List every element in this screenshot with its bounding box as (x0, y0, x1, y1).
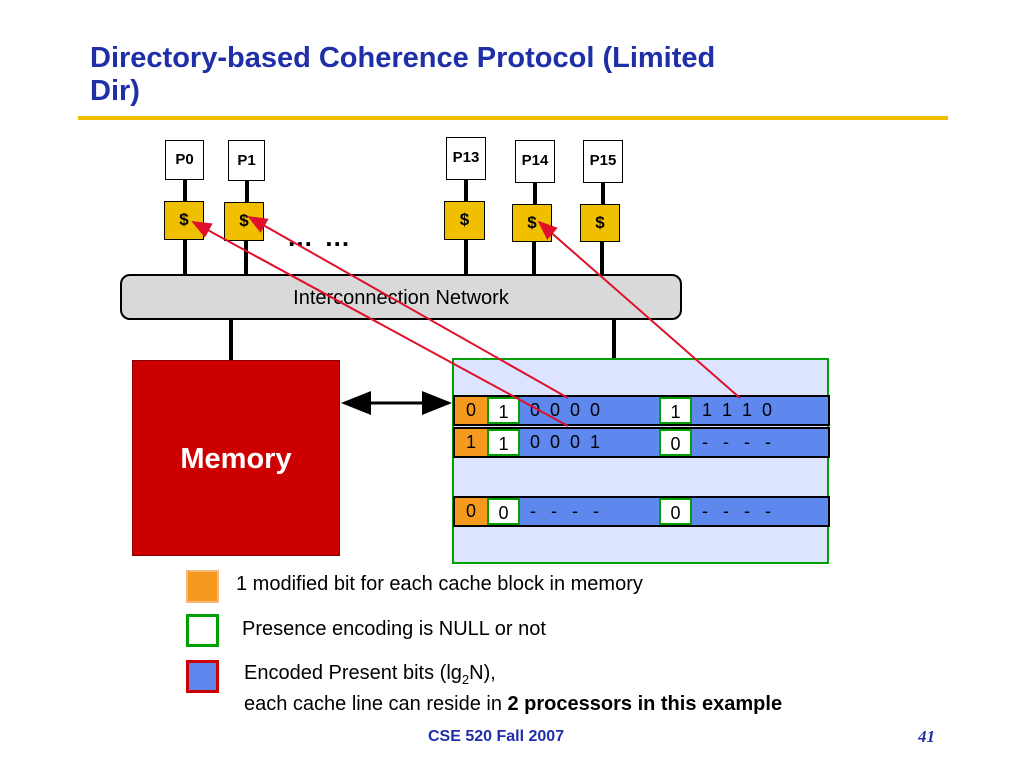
wire-p0-cache (183, 180, 187, 201)
pointer-arrow-p1 (247, 216, 569, 399)
memory-block: Memory (132, 360, 340, 556)
wire-p13-cache (464, 180, 468, 201)
title-line-2: Dir) (90, 75, 140, 107)
processor-p1: P1 (228, 140, 265, 181)
slide-footer: CSE 520 Fall 2007 (428, 728, 565, 745)
encoded-bits-cell: 0 0 0 1 (530, 432, 601, 452)
legend-modified-swatch (186, 570, 219, 603)
wire-cache-p1-net (244, 241, 248, 274)
cache-p13: $ (444, 201, 485, 240)
directory-storage (452, 358, 829, 564)
presence-bit-cell: 1 (487, 429, 520, 456)
legend-encoded-line-2: each cache line can reside in 2 processo… (244, 693, 783, 715)
legend-modified-text: 1 modified bit for each cache block in m… (236, 573, 643, 595)
page-number: 41 (918, 727, 935, 746)
presence-bit-cell: 0 (659, 429, 692, 456)
interconnection-network: Interconnection Network (120, 274, 682, 320)
legend-encoded-text: Encoded Present bits (lg2N), each cache … (244, 661, 782, 716)
processor-p14: P14 (515, 140, 555, 183)
encoded-bits-cell: 0 0 0 0 (530, 400, 601, 420)
modified-bit-cell: 1 (455, 429, 487, 456)
wire-p1-cache (245, 181, 249, 202)
pointer-arrow-p0 (191, 221, 569, 427)
pointer-arrow-p14 (537, 220, 741, 399)
directory-entry-1: 0 1 0 0 0 0 1 1 1 1 0 (453, 395, 830, 426)
cache-p15: $ (580, 204, 620, 242)
wire-net-directory (612, 318, 616, 358)
wire-net-memory (229, 320, 233, 360)
title-line-1: Directory-based Coherence Protocol (Limi… (90, 42, 716, 74)
modified-bit-cell: 0 (455, 397, 487, 424)
directory-entry-2: 1 1 0 0 0 1 0 - - - - (453, 427, 830, 458)
title-underline (78, 116, 948, 120)
wire-cache-p0-net (183, 240, 187, 274)
presence-bit-cell: 0 (659, 498, 692, 525)
encoded-bits-cell: - - - - (530, 501, 599, 521)
processor-p15: P15 (583, 140, 623, 183)
slide-title: Directory-based Coherence Protocol (Limi… (90, 42, 890, 108)
wire-cache-p15-net (600, 242, 604, 274)
processor-ellipsis: … … (287, 222, 353, 252)
legend-presence-swatch (186, 614, 219, 647)
presence-bit-cell: 0 (487, 498, 520, 525)
presence-bit-cell: 1 (487, 397, 520, 424)
wire-cache-p14-net (532, 242, 536, 274)
modified-bit-cell: 0 (455, 498, 487, 525)
encoded-bits-cell: - - - - (702, 501, 771, 521)
encoded-bits-cell: 1 1 1 0 (702, 400, 773, 420)
wire-p14-cache (533, 183, 537, 204)
legend-encoded-swatch (186, 660, 219, 693)
wire-cache-p13-net (464, 240, 468, 274)
processor-p0: P0 (165, 140, 204, 180)
directory-entry-3: 0 0 - - - - 0 - - - - (453, 496, 830, 527)
processor-p13: P13 (446, 137, 486, 180)
wire-p15-cache (601, 183, 605, 204)
legend-encoded-line-1: Encoded Present bits (lg2N), (244, 662, 496, 687)
presence-bit-cell: 1 (659, 397, 692, 424)
legend-presence-text: Presence encoding is NULL or not (242, 618, 546, 640)
encoded-bits-cell: - - - - (702, 432, 771, 452)
